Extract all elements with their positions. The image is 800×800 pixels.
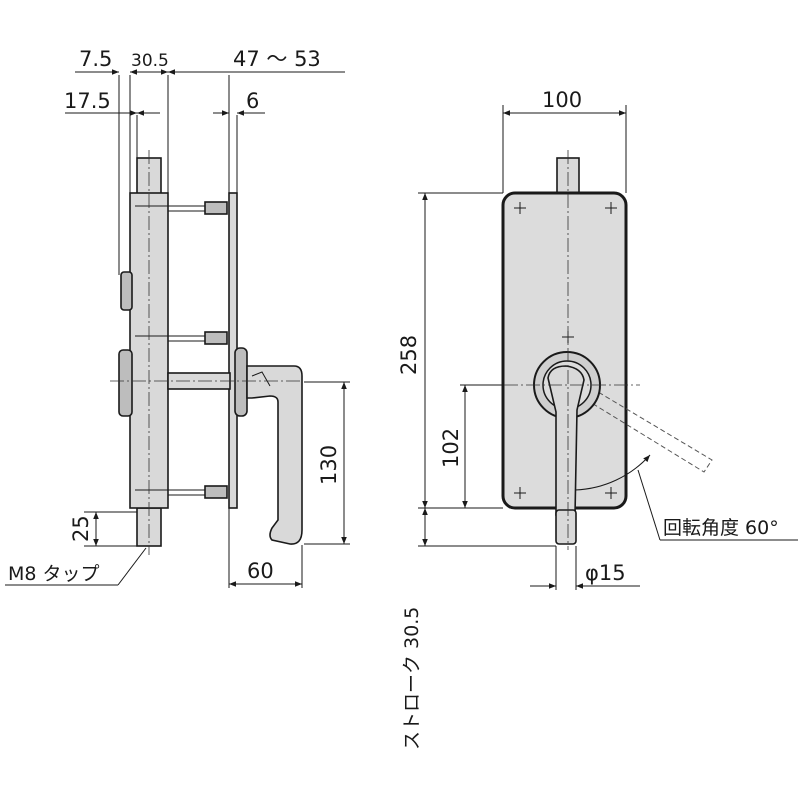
tap-label: M8 タップ [8,563,100,585]
dim-25: 25 [69,515,93,542]
side-cam-hub [118,349,133,417]
dim-130: 130 [317,445,341,485]
dim-17-5: 17.5 [64,89,111,113]
side-lock-knob [120,271,133,311]
side-bolt-top [135,201,228,215]
side-handle [246,365,303,545]
side-view: 7.5 30.5 47 ～ 53 17.5 6 25 130 60 M8 タップ [5,47,350,588]
front-grip-end [555,509,577,545]
front-view: 100 258 102 回転角度 60° φ15 ストローク 30.5 [397,88,798,750]
side-bolt-mid [135,331,228,345]
dim-100: 100 [542,88,582,112]
dim-phi15: φ15 [585,561,626,585]
dim-47-53: 47 ～ 53 [233,47,321,71]
side-escutcheon [234,347,248,417]
rotation-label: 回転角度 60° [663,517,779,539]
stroke-label: ストローク 30.5 [401,607,423,750]
side-bolt-bottom [135,485,228,499]
front-handle [547,365,585,516]
dim-6: 6 [246,89,259,113]
dim-102: 102 [439,428,463,468]
dim-7-5: 7.5 [79,47,112,71]
dim-30-5: 30.5 [131,51,169,71]
dim-60: 60 [247,559,274,583]
dim-258: 258 [397,335,421,375]
